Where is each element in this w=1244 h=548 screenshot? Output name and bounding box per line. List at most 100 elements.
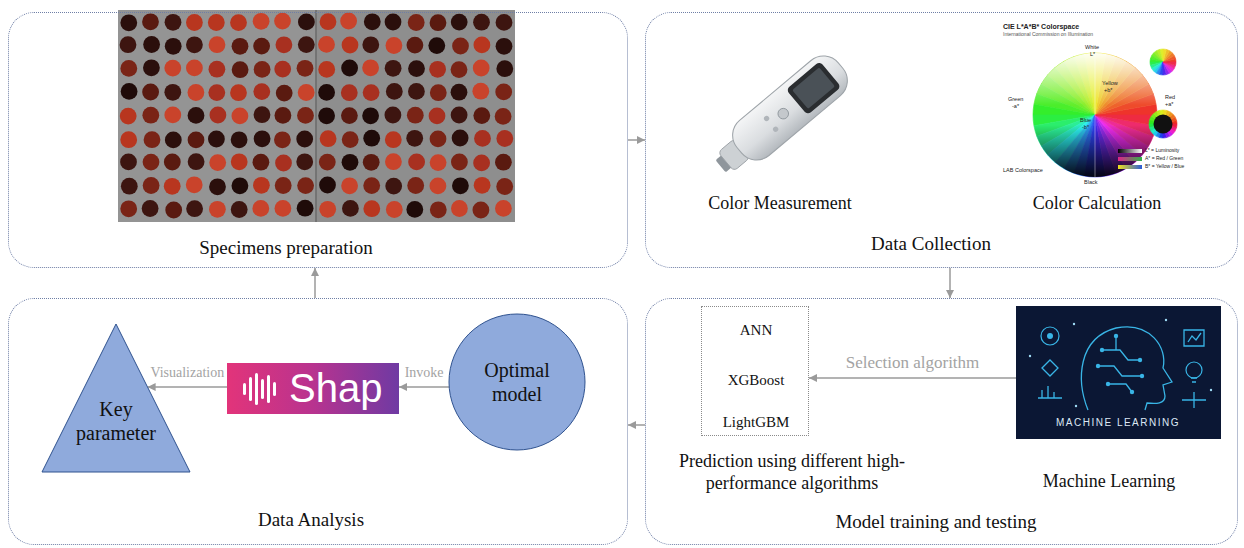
specimen-dot bbox=[496, 178, 513, 195]
specimen-dot bbox=[362, 107, 379, 124]
optimal-model-circle: Optimal model bbox=[448, 313, 586, 451]
specimen-dot bbox=[342, 200, 359, 217]
axis-label: Red bbox=[1165, 94, 1175, 100]
specimen-dot bbox=[209, 61, 226, 78]
key-text: A* = Red / Green bbox=[1145, 156, 1183, 162]
specimen-dot bbox=[253, 38, 270, 55]
specimen-dot bbox=[297, 107, 314, 124]
specimen-dot bbox=[362, 36, 379, 53]
specimen-dot bbox=[407, 107, 424, 124]
specimen-dot bbox=[209, 154, 226, 171]
plus-icon bbox=[1182, 392, 1206, 408]
specimen-dot bbox=[186, 14, 203, 31]
circle-shape bbox=[449, 314, 585, 450]
stage-panel: Data Collection bbox=[645, 12, 1238, 268]
specimen-dot bbox=[296, 131, 313, 148]
legend-bar bbox=[1118, 165, 1142, 169]
edge-label: Invoke bbox=[405, 365, 444, 382]
circle-outline bbox=[448, 313, 586, 451]
specimen-dot bbox=[385, 60, 402, 77]
color-wedge bbox=[1163, 62, 1176, 65]
specimen-dot bbox=[120, 154, 137, 171]
specimen-dot bbox=[188, 107, 205, 124]
specimen-dot bbox=[496, 60, 513, 77]
device-body bbox=[725, 48, 856, 168]
specimen-dot bbox=[430, 84, 447, 101]
axis-label: Yellow bbox=[1102, 80, 1118, 86]
specimen-dot bbox=[495, 200, 512, 217]
specimen-dot bbox=[143, 154, 160, 171]
panel-caption: Model training and testing bbox=[766, 510, 1106, 533]
head-profile bbox=[1081, 327, 1172, 410]
circuit-node bbox=[1100, 348, 1104, 352]
specimen-dot bbox=[385, 131, 402, 148]
specimen-dot bbox=[340, 13, 357, 30]
specimen-dot bbox=[406, 130, 423, 147]
circuit-line bbox=[1108, 384, 1132, 392]
specimen-dot bbox=[430, 14, 447, 31]
specimen-dot bbox=[342, 154, 359, 171]
image-caption: Machine Learning bbox=[999, 470, 1219, 492]
specimen-dot bbox=[451, 84, 468, 101]
flow-arrow bbox=[399, 386, 449, 388]
gear-icon bbox=[1041, 327, 1059, 345]
specimen-dot bbox=[253, 13, 270, 30]
specimen-dot bbox=[165, 38, 182, 55]
specimen-dot bbox=[451, 107, 468, 124]
specimen-dot bbox=[495, 154, 512, 171]
specimen-dot bbox=[496, 38, 513, 55]
specimen-dot bbox=[164, 107, 181, 124]
panel-caption: Data Analysis bbox=[161, 508, 461, 531]
specimen-dot bbox=[231, 201, 248, 218]
specimen-dot bbox=[473, 155, 490, 172]
star-dot bbox=[1029, 355, 1031, 357]
specimen-dot bbox=[472, 83, 489, 100]
flow-arrow bbox=[949, 268, 951, 298]
stage-panel: Data AnalysisKey parameterShapOptimal mo… bbox=[8, 298, 628, 545]
specimen-dot bbox=[341, 177, 358, 194]
specimen-dot bbox=[186, 200, 203, 217]
image-caption: Color Measurement bbox=[708, 192, 851, 214]
key-text: B* = Yellow / Blue bbox=[1145, 164, 1184, 170]
color-wedge bbox=[1163, 62, 1176, 69]
specimen-dot bbox=[120, 14, 137, 31]
specimen-dot bbox=[142, 13, 159, 30]
axis-label: Blue bbox=[1080, 117, 1091, 123]
color-wedge bbox=[1157, 62, 1164, 75]
specimen-dot bbox=[473, 107, 490, 124]
chart-icon bbox=[1184, 330, 1204, 346]
specimen-dot bbox=[406, 201, 423, 218]
circuit-line bbox=[1102, 350, 1140, 360]
specimen-dot bbox=[274, 13, 291, 30]
specimen-dot bbox=[430, 154, 447, 171]
specimen-dot bbox=[142, 200, 159, 217]
axis-label: Green bbox=[1008, 96, 1023, 102]
edge-label: Visualization bbox=[150, 365, 224, 382]
color-wedge bbox=[1163, 49, 1166, 62]
specimen-dot bbox=[474, 177, 491, 194]
waveform-bar bbox=[261, 379, 264, 399]
specimen-dot bbox=[342, 131, 359, 148]
specimen-photo bbox=[118, 10, 515, 222]
specimen-dot bbox=[188, 132, 205, 149]
flow-arrow bbox=[314, 268, 316, 298]
specimen-dot bbox=[297, 200, 314, 217]
image-caption: Color Calculation bbox=[1033, 192, 1161, 214]
bar-icon bbox=[1038, 386, 1062, 398]
specimen-dot bbox=[274, 131, 291, 148]
specimen-dot bbox=[165, 202, 182, 219]
specimen-dot bbox=[408, 83, 425, 100]
specimen-dot bbox=[429, 61, 446, 78]
specimen-dot bbox=[341, 107, 358, 124]
photo-seam bbox=[315, 10, 317, 222]
specimen-dot bbox=[407, 177, 424, 194]
specimen-dot bbox=[209, 178, 226, 195]
specimen-dot bbox=[386, 201, 403, 218]
specimen-dot bbox=[408, 154, 425, 171]
specimen-dot bbox=[209, 36, 226, 53]
color-wedge bbox=[1150, 56, 1163, 63]
sphere-axis bbox=[1095, 53, 1096, 177]
specimen-dot bbox=[385, 153, 402, 170]
specimen-dot bbox=[451, 200, 468, 217]
specimen-dot bbox=[186, 60, 203, 77]
